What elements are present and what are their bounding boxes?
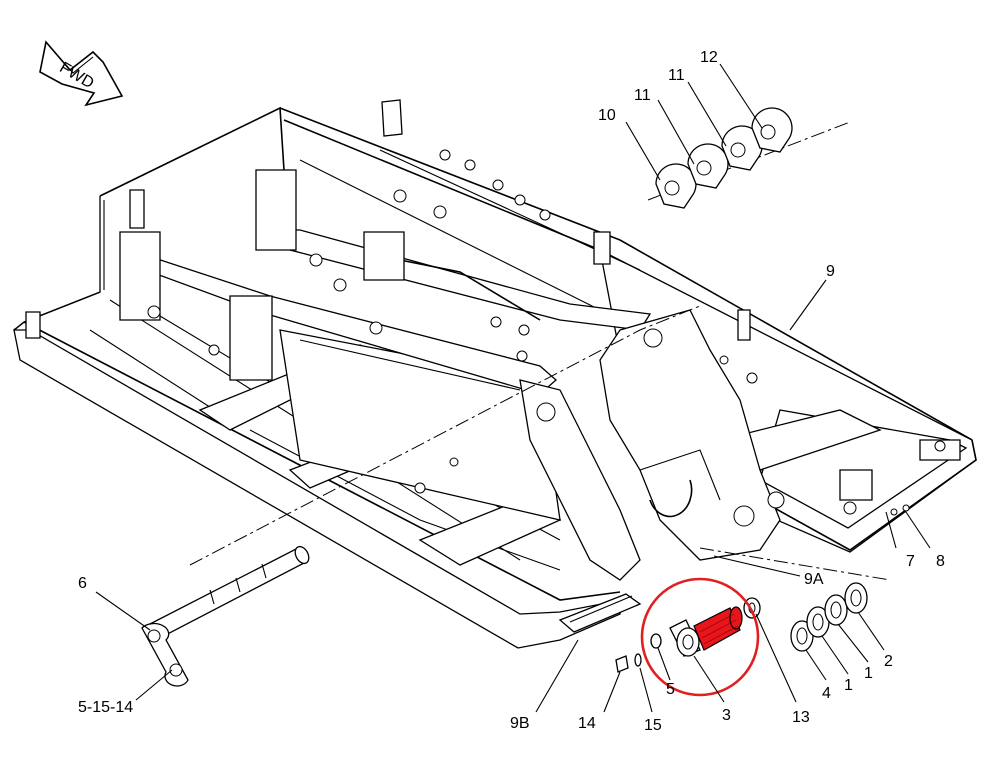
- callout-9b: 9B: [510, 715, 530, 732]
- callout-3: 3: [722, 707, 731, 724]
- callout-13: 13: [792, 709, 810, 726]
- highlighted-pin: [693, 607, 741, 651]
- bolt-part-15: [634, 653, 642, 667]
- callout-labels: 6 5-15-14 10 11 11 12 9 7 8 9A 2 1 1 4 5…: [78, 49, 945, 734]
- callout-10: 10: [598, 107, 616, 124]
- callout-6: 6: [78, 575, 87, 592]
- callout-8: 8: [936, 553, 945, 570]
- callout-1a: 1: [844, 677, 853, 694]
- callout-4: 4: [822, 685, 831, 702]
- pin-part-6: [141, 545, 310, 687]
- callout-11b: 11: [668, 67, 685, 84]
- callout-5: 5: [666, 681, 675, 698]
- callout-12: 12: [700, 49, 718, 66]
- callout-7: 7: [906, 553, 915, 570]
- bolt-part-14: [615, 655, 629, 673]
- callout-14: 14: [578, 715, 596, 732]
- highlight-ring: [640, 577, 760, 697]
- callout-1b: 1: [864, 665, 873, 682]
- fwd-arrow-icon: FWD: [39, 40, 124, 107]
- centerline: [189, 305, 701, 566]
- callout-9a: 9A: [804, 571, 824, 588]
- callout-5-15-14: 5-15-14: [78, 699, 133, 716]
- callout-9: 9: [826, 263, 835, 280]
- frame-holes: [147, 149, 946, 527]
- main-frame: [13, 99, 977, 649]
- leader-lines: [95, 63, 931, 713]
- shim-stack-lower: [699, 547, 891, 652]
- shim-stack-upper: [647, 107, 851, 209]
- callout-2: 2: [884, 653, 893, 670]
- callout-11a: 11: [634, 87, 651, 104]
- callout-15: 15: [644, 717, 662, 734]
- pin-part-3: [669, 606, 743, 657]
- washer-part-5: [650, 633, 662, 649]
